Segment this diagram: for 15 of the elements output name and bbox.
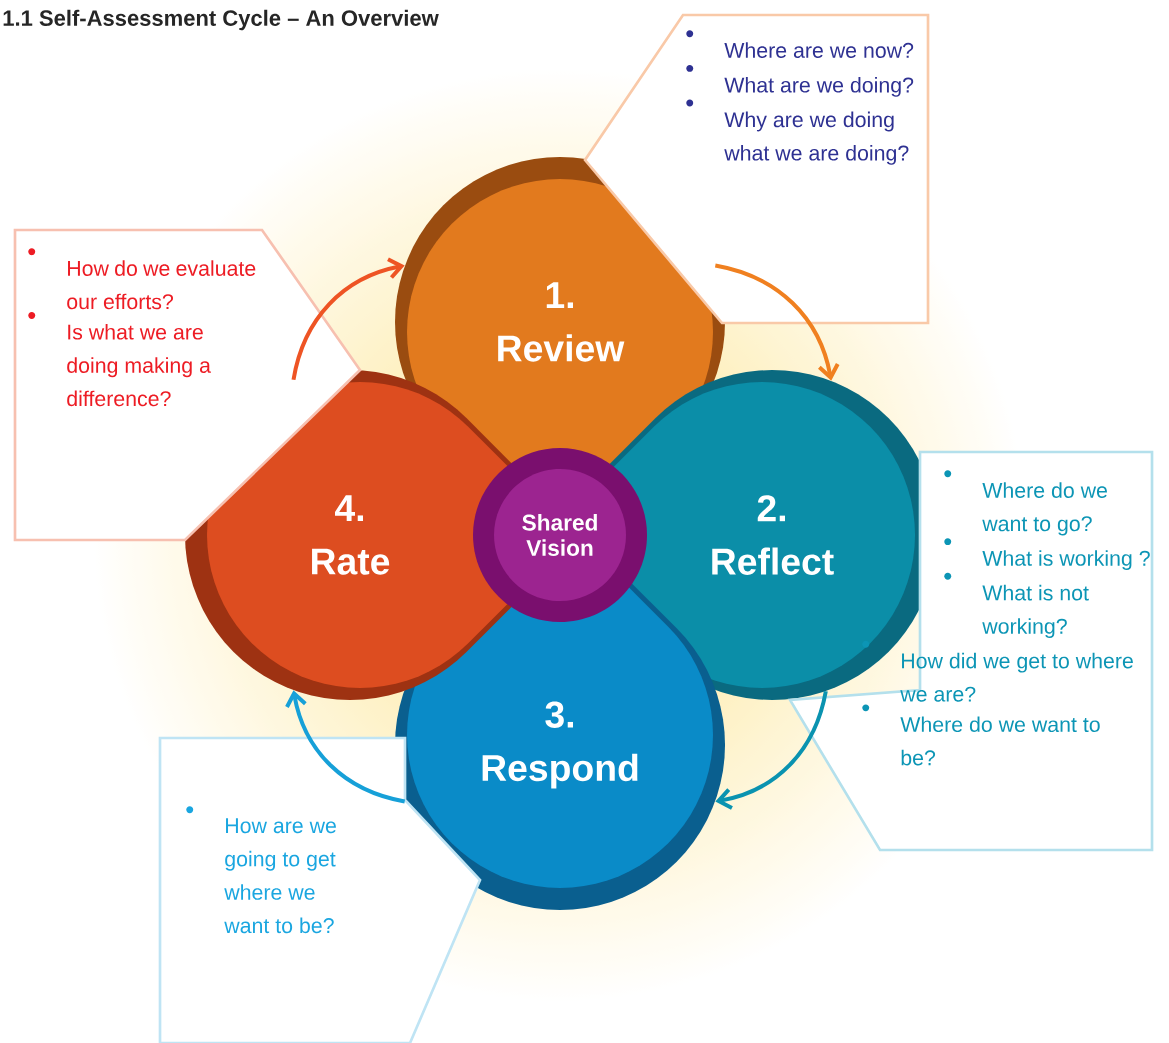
node-label: Where do we want to go?	[982, 482, 1107, 536]
node-label: Where are we now?	[724, 42, 914, 58]
arrow	[285, 690, 406, 804]
node-label: What is not working?	[982, 584, 1089, 639]
node-label: How are we going to get where we want to be?	[224, 818, 336, 934]
node-label: What are we doing?	[724, 76, 914, 97]
arrow	[714, 263, 840, 381]
bullet-list: How are we going to get where we want to be?	[186, 806, 336, 934]
node-label: How do we evaluate our efforts?	[67, 260, 256, 310]
arrow	[291, 257, 405, 381]
node-label: What is working ?	[982, 550, 1150, 571]
node-label: Where do we want to be?	[900, 716, 1100, 766]
arrow	[715, 690, 828, 810]
title: 1.1 Self-Assessment Cycle – An Overview	[3, 9, 439, 31]
node-label: Why are we doing what we are doing?	[724, 111, 909, 165]
